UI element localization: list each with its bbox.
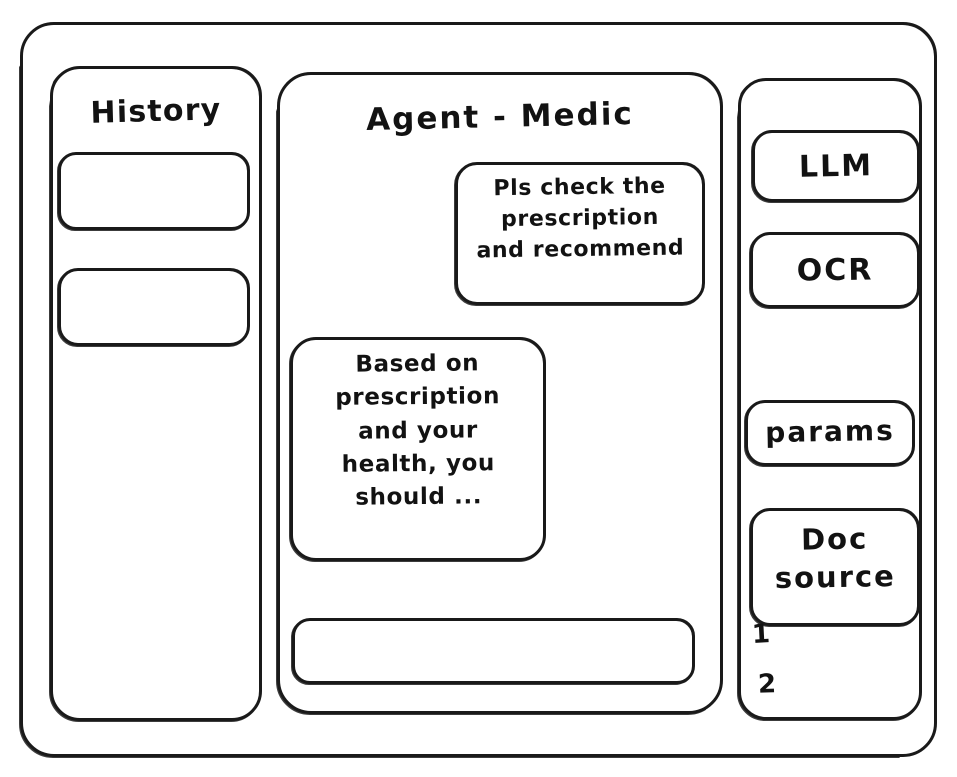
tool-button-llm[interactable] bbox=[752, 130, 920, 202]
app-window-frame bbox=[20, 22, 937, 757]
tool-button-ocr[interactable] bbox=[750, 232, 920, 308]
history-panel-title: History bbox=[90, 92, 222, 131]
tool-button-ocr-label: OCR bbox=[796, 252, 874, 289]
history-list-item[interactable] bbox=[58, 268, 250, 346]
message-input[interactable] bbox=[292, 618, 695, 684]
user-message-text: Pls check the prescription and recommend bbox=[476, 173, 685, 264]
tool-button-params[interactable] bbox=[745, 400, 915, 466]
tool-button-llm-label: LLM bbox=[798, 148, 874, 185]
doc-source-item-2[interactable]: 2 bbox=[757, 669, 777, 700]
assistant-message-bubble bbox=[290, 337, 546, 561]
assistant-message-text: Based on prescription and your health, y… bbox=[335, 350, 501, 512]
doc-source-label: Doc source bbox=[774, 521, 897, 595]
tools-panel bbox=[738, 78, 922, 720]
history-panel bbox=[50, 66, 262, 721]
doc-source-box[interactable] bbox=[750, 508, 920, 626]
agent-chat-panel bbox=[277, 72, 723, 714]
user-message-bubble bbox=[455, 162, 705, 305]
history-list-item[interactable] bbox=[58, 152, 250, 230]
tool-button-params-label: params bbox=[764, 413, 896, 450]
doc-source-item-1[interactable]: 1 bbox=[751, 619, 771, 651]
